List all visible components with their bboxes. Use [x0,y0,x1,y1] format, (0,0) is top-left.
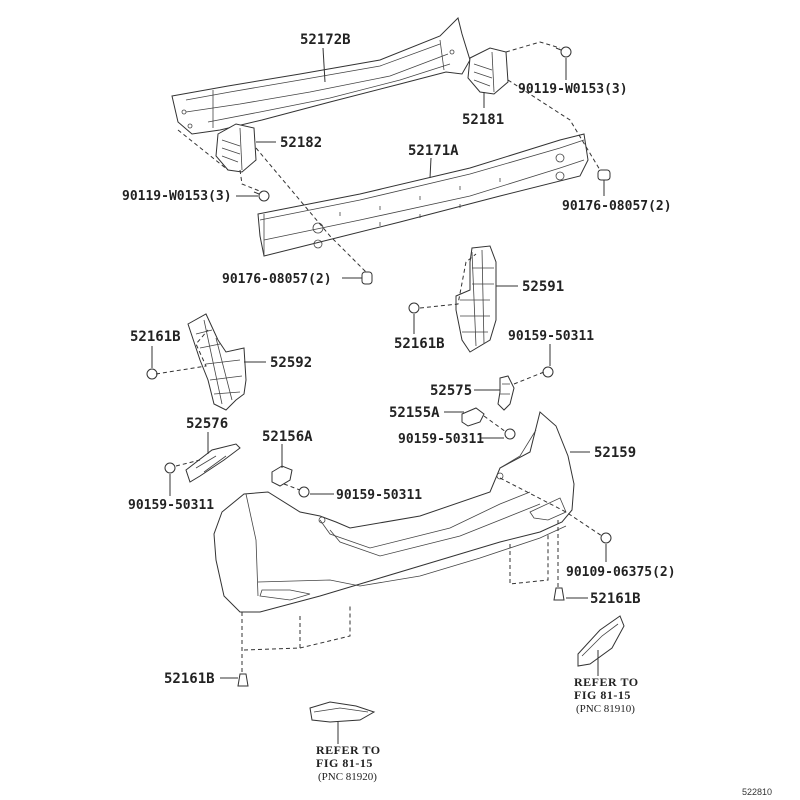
ref-81920-line3: (PNC 81920) [318,771,377,783]
label-52156a: 52156A [262,429,313,445]
part-52156a-spacer-left[interactable] [271,465,293,487]
ref-81910-line2: FIG 81-15 [574,688,631,702]
bolt-icon [253,190,270,202]
label-52182: 52182 [280,135,322,151]
label-90176-08057-right: 90176-08057(2) [562,199,672,214]
reference-note-81920: REFER TO FIG 81-15 (PNC 81920) [316,743,381,783]
label-90176-08057-center: 90176-08057(2) [222,272,332,287]
label-90159-50311-left: 90159-50311 [128,498,214,513]
label-52155a: 52155A [389,405,440,421]
part-52592-retainer-left[interactable] [187,313,247,411]
part-52181-bracket-right[interactable] [467,47,509,95]
label-90159-50311-mid: 90159-50311 [398,432,484,447]
part-52155a-spacer-right[interactable] [461,407,485,427]
part-52591-retainer-right[interactable] [455,245,497,353]
part-52172b-reinforcement-sub[interactable] [171,17,471,135]
bolt-icon [555,46,572,58]
part-52575-support-right[interactable] [497,375,515,411]
clip-icon [146,368,158,380]
ref-81920-line1: REFER TO [316,743,381,757]
reflector-right-81910[interactable] [577,615,625,667]
part-52576-support-left[interactable] [185,443,241,483]
label-90119-w0153-right: 90119-W0153(3) [518,82,628,97]
label-52576: 52576 [186,416,228,432]
label-52172b: 52172B [300,32,351,48]
ref-81910-line3: (PNC 81910) [576,703,635,715]
label-52159: 52159 [594,445,636,461]
label-52592: 52592 [270,355,312,371]
clip-icon [553,587,565,601]
screw-icon [504,428,516,440]
label-90109-06375: 90109-06375(2) [566,565,676,580]
nut-icon [597,169,611,181]
label-52161b-left: 52161B [130,329,181,345]
label-52171a: 52171A [408,143,459,159]
reflector-left-81920[interactable] [309,701,376,723]
label-52161b-lower-right: 52161B [590,591,641,607]
label-90159-50311-center: 90159-50311 [336,488,422,503]
label-90159-50311-upper: 90159-50311 [508,329,594,344]
reference-note-81910: REFER TO FIG 81-15 (PNC 81910) [574,675,639,715]
ref-81910-line1: REFER TO [574,675,639,689]
label-52591: 52591 [522,279,564,295]
clip-icon [237,673,249,687]
figure-number: 522810 [742,787,772,797]
bolt-icon [600,532,612,544]
screw-icon [164,462,176,474]
label-90119-w0153-left: 90119-W0153(3) [122,189,232,204]
screw-icon [298,486,310,498]
label-52161b-lower-left: 52161B [164,671,215,687]
nut-icon [361,271,373,285]
label-52161b-right: 52161B [394,336,445,352]
part-52171a-reinforcement[interactable] [257,133,589,257]
part-52159-bumper-cover[interactable] [213,411,575,613]
clip-icon [408,302,420,314]
label-52575: 52575 [430,383,472,399]
label-52181: 52181 [462,112,504,128]
ref-81920-line2: FIG 81-15 [316,756,373,770]
part-52182-bracket-left[interactable] [215,123,257,173]
screw-icon [542,366,554,378]
